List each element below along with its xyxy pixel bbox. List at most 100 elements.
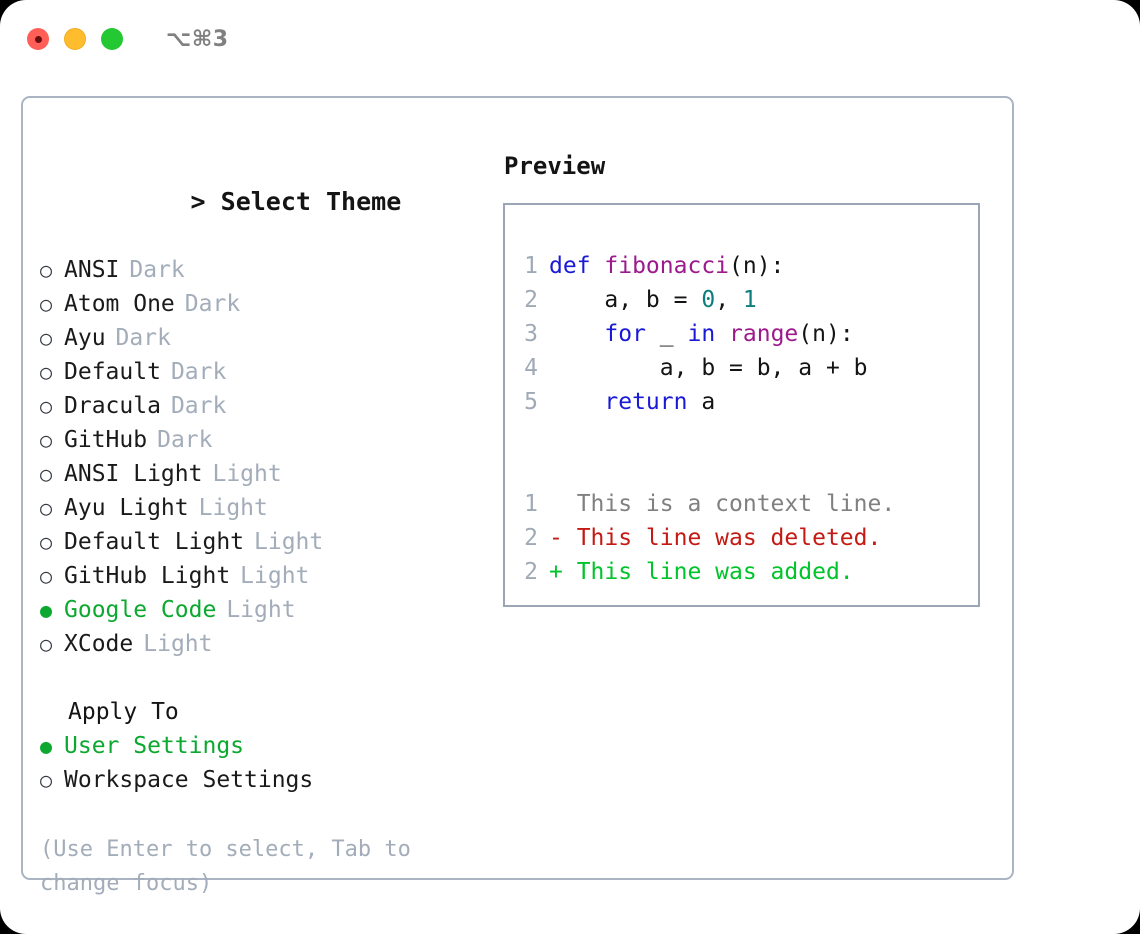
code-line-text: a, b = b, a + b xyxy=(549,351,868,385)
title-bar: ⌥⌘3 xyxy=(0,0,1140,78)
maximize-button[interactable] xyxy=(101,28,123,50)
code-token: def xyxy=(549,253,605,279)
diff-text: This is a context line. xyxy=(562,491,896,517)
line-number: 1 xyxy=(524,253,538,279)
theme-variant-badge: Light xyxy=(254,529,324,555)
code-line: 1 def fibonacci(n): xyxy=(505,249,978,283)
theme-option-label: Ayu Light xyxy=(64,495,189,521)
line-number: 3 xyxy=(524,321,538,347)
theme-option-label: GitHub Light xyxy=(64,563,231,589)
theme-variant-badge: Light xyxy=(240,563,310,589)
apply-to-list: ●User Settings ○ Workspace Settings xyxy=(40,729,503,797)
radio-unselected-icon: ○ xyxy=(40,360,53,384)
diff-line: 1 This is a context line. xyxy=(505,487,978,521)
diff-marker xyxy=(549,487,563,521)
theme-variant-badge: Light xyxy=(226,597,296,623)
radio-unselected-icon: ○ xyxy=(40,530,53,554)
code-token: range xyxy=(729,321,799,347)
radio-unselected-icon: ○ xyxy=(40,564,53,588)
theme-option-ansi-light[interactable]: ○ ANSI Light Light xyxy=(40,457,503,491)
theme-option-label: ANSI Light xyxy=(64,461,203,487)
radio-unselected-icon: ○ xyxy=(40,292,53,316)
code-token: a, b = b, a + b xyxy=(549,355,868,381)
theme-variant-badge: Dark xyxy=(184,291,241,317)
radio-unselected-icon: ○ xyxy=(40,632,53,656)
theme-variant-badge: Light xyxy=(212,461,282,487)
theme-option-label: Atom One xyxy=(64,291,175,317)
code-diff-spacer-2 xyxy=(505,453,978,487)
radio-selected-icon: ● xyxy=(40,734,53,758)
theme-variant-badge: Dark xyxy=(129,257,185,283)
radio-unselected-icon: ○ xyxy=(40,496,53,520)
theme-option-ansi[interactable]: ○ ANSI Dark xyxy=(40,253,503,287)
diff-line-text: - This line was deleted. xyxy=(549,521,881,555)
code-token xyxy=(715,321,729,347)
code-token: return xyxy=(604,389,688,415)
code-token: a xyxy=(687,389,716,415)
theme-variant-badge: Dark xyxy=(157,427,213,453)
radio-unselected-icon: ○ xyxy=(40,428,53,452)
radio-unselected-icon: ○ xyxy=(40,258,53,282)
diff-line: 2+ This line was added. xyxy=(505,555,978,589)
theme-option-label: Default xyxy=(64,359,161,385)
theme-picker-heading: > Select Theme xyxy=(40,151,503,253)
line-number: 5 xyxy=(524,389,538,415)
code-line: 2 a, b = 0, 1 xyxy=(505,283,978,317)
keyboard-shortcut-label: ⌥⌘3 xyxy=(166,26,229,52)
code-token: in xyxy=(687,321,716,347)
radio-unselected-icon: ○ xyxy=(40,462,53,486)
selection-caret-icon: > xyxy=(190,187,206,216)
section-spacer xyxy=(40,661,503,695)
diff-marker: - xyxy=(549,525,563,551)
theme-option-label: GitHub xyxy=(64,427,148,453)
code-line-text: a, b = 0, 1 xyxy=(549,283,756,317)
theme-option-default[interactable]: ○ Default Dark xyxy=(40,355,503,389)
close-button[interactable] xyxy=(27,28,49,50)
theme-variant-badge: Dark xyxy=(115,325,171,351)
code-token: for xyxy=(604,321,646,347)
code-line: 4 a, b = b, a + b xyxy=(505,351,978,385)
preview-heading: Preview xyxy=(504,152,606,180)
code-line-text: for _ in range(n): xyxy=(549,317,853,351)
line-number: 2 xyxy=(524,287,538,313)
apply-to-option-workspace-settings[interactable]: ○ Workspace Settings xyxy=(40,763,503,797)
apply-to-heading: Apply To xyxy=(68,699,179,725)
diff-marker: + xyxy=(549,559,563,585)
code-diff-spacer xyxy=(505,419,978,453)
code-line-text: return a xyxy=(549,385,715,419)
diff-text: This line was deleted. xyxy=(562,525,882,551)
radio-unselected-icon: ○ xyxy=(40,326,53,350)
radio-unselected-icon: ○ xyxy=(40,768,53,792)
apply-to-option-user-settings[interactable]: ●User Settings xyxy=(40,729,503,763)
theme-option-github[interactable]: ○ GitHub Dark xyxy=(40,423,503,457)
theme-option-label: XCode xyxy=(64,631,134,657)
code-line: 3 for _ in range(n): xyxy=(505,317,978,351)
theme-option-label: ANSI xyxy=(64,257,120,283)
line-number: 1 xyxy=(524,491,538,517)
theme-option-atom-one[interactable]: ○ Atom One Dark xyxy=(40,287,503,321)
code-line: 5 return a xyxy=(505,385,978,419)
line-number: 4 xyxy=(524,355,538,381)
theme-variant-badge: Dark xyxy=(170,359,227,385)
diff-line-text: + This line was added. xyxy=(549,555,854,589)
theme-option-github-light[interactable]: ○ GitHub Light Light xyxy=(40,559,503,593)
window-controls xyxy=(27,28,123,50)
code-token: 0 xyxy=(701,287,716,313)
apply-to-option-label: Workspace Settings xyxy=(64,767,314,793)
diff-text: This line was added. xyxy=(562,559,854,585)
code-token: (n): xyxy=(729,253,785,279)
minimize-button[interactable] xyxy=(64,28,86,50)
code-token: fibonacci xyxy=(604,253,730,279)
